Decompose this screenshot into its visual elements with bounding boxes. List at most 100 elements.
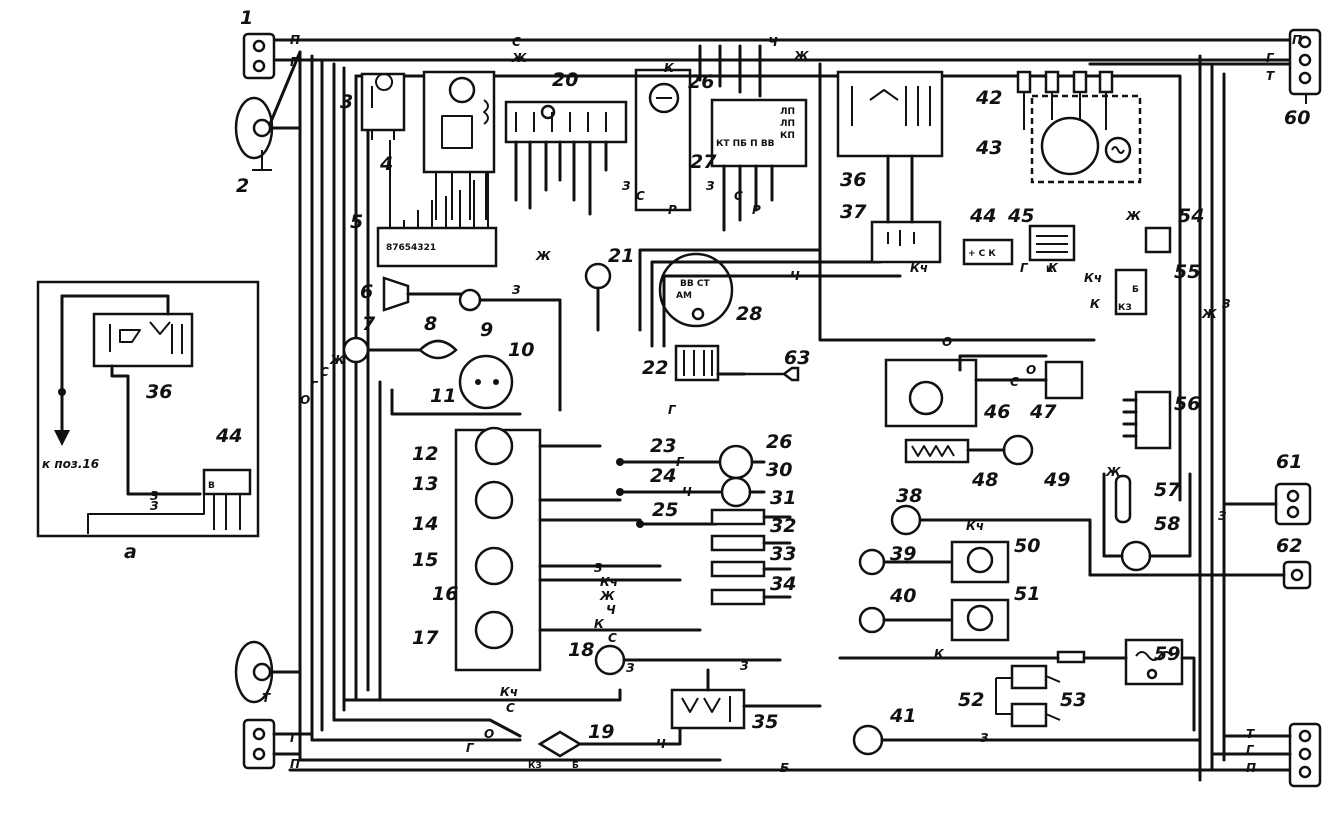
wire-color-label: Ж: [793, 49, 809, 63]
motor-46-47: [884, 354, 1084, 428]
wire-color-label: З: [150, 489, 159, 503]
voltage-regulator-4: [422, 70, 496, 220]
fuse-block-22: [638, 248, 902, 382]
wire-color-label: Ч: [790, 269, 800, 283]
relay-55-kz: КЗ: [1118, 303, 1132, 313]
wire-color-label: З: [594, 561, 603, 575]
wire-color-label: Кч: [600, 575, 618, 589]
fuses-31-34: [710, 508, 792, 606]
component-number-40: 40: [889, 585, 916, 607]
wire-color-label: С: [512, 35, 521, 49]
wire-color-label: О: [942, 335, 952, 349]
wire-color-label: К: [664, 61, 675, 75]
wire-color-label: З: [1218, 509, 1227, 523]
component-number-43: 43: [975, 137, 1002, 159]
connector-56: [1122, 390, 1172, 450]
relay-27-term-lp2: ЛП: [780, 119, 795, 129]
instrument-21: [584, 262, 612, 332]
wire-color-label: Т: [1266, 69, 1275, 83]
horn-6: [382, 276, 466, 312]
component-number-11: 11: [430, 385, 456, 407]
wire-color-label: З: [1222, 297, 1231, 311]
wire-color-label: Кч: [1084, 271, 1102, 285]
wire-color-label: П: [290, 33, 300, 47]
terminal-block-5: 87654321: [376, 140, 498, 268]
component-number-41: 41: [889, 705, 916, 727]
right-rear-lamp: [1210, 722, 1322, 788]
component-number-22: 22: [642, 357, 668, 379]
generator-43: [1030, 94, 1142, 184]
motors-50-51: [950, 540, 1010, 642]
wire-color-label: Р: [668, 203, 677, 217]
lamp-39: [858, 548, 886, 576]
wire-color-label: З: [706, 179, 715, 193]
sensor-63: [716, 366, 800, 382]
wire-color-label: Г: [290, 731, 299, 745]
inset-note: к поз.16: [42, 457, 99, 471]
component-number-52: 52: [958, 689, 984, 711]
component-number-63: 63: [784, 347, 810, 369]
wire-color-label: Г: [1246, 743, 1255, 757]
component-number-59: 59: [1154, 643, 1180, 665]
component-number-36: 36: [840, 169, 866, 191]
component-number-15: 15: [412, 549, 438, 571]
wire-color-label: Ж: [599, 589, 615, 603]
wire-color-label: С: [734, 189, 743, 203]
component-number-14: 14: [412, 513, 438, 535]
component-number-51: 51: [1014, 583, 1040, 605]
wire-color-label: Т: [1246, 727, 1255, 741]
relay-55-b: Б: [1132, 285, 1139, 295]
inset-arrow-down-icon: [54, 430, 70, 446]
wire-color-label: К: [1048, 261, 1059, 275]
relay-26-top: [634, 68, 692, 212]
lamp-8: [419, 339, 458, 360]
component-number-28: 28: [736, 303, 762, 325]
wire-color-label: С: [506, 701, 515, 715]
fuse-box-20: [504, 100, 628, 216]
heater-45: К: [1028, 224, 1076, 275]
component-number-9: 9: [480, 319, 493, 341]
ignition-terminals-top: ВВ СТ: [680, 279, 710, 289]
inset-relay-internals: [109, 321, 183, 354]
component-number-34: 34: [770, 573, 796, 595]
component-number-39: 39: [890, 543, 916, 565]
wire-color-label: Г: [1266, 51, 1275, 65]
component-number-37: 37: [840, 201, 867, 223]
relay-44: + С К: [962, 238, 1014, 266]
component-number-50: 50: [1014, 535, 1040, 557]
lamp-41: [852, 724, 884, 756]
wire-color-label: К: [594, 617, 605, 631]
wire-color-label: Г: [310, 379, 319, 393]
wire-color-label: К: [934, 647, 945, 661]
component-number-62: 62: [1276, 535, 1302, 557]
component-number-1: 1: [240, 7, 253, 29]
resistor-48-49: [904, 434, 1034, 466]
left-headlight-2: [234, 50, 302, 171]
inset-variant-a: [36, 280, 260, 538]
wire-color-label: Ч: [682, 485, 692, 499]
inset-ref-36: 36: [146, 381, 172, 403]
component-number-47: 47: [1029, 401, 1057, 423]
wire-color-label: Ж: [329, 353, 345, 367]
component-number-26: 26: [688, 71, 714, 93]
heater-57-58: [1102, 472, 1192, 572]
gauge-15-16: [474, 546, 514, 586]
component-number-42: 42: [975, 87, 1002, 109]
wire-color-label: Ж: [1105, 465, 1121, 479]
heater-45-k: К: [1046, 265, 1054, 275]
wire-color-label: П: [1292, 33, 1302, 47]
component-number-61: 61: [1276, 451, 1302, 473]
right-front-lamp-60: [1288, 28, 1322, 104]
wire-color-label: О: [300, 393, 310, 407]
inset-regulator-44: [202, 468, 252, 496]
wire-color-label: Ж: [1201, 307, 1217, 321]
wire-color-label: Ж: [1125, 209, 1141, 223]
wire-color-label: Г: [466, 741, 475, 755]
component-number-20: 20: [552, 69, 578, 91]
component-number-2: 2: [236, 175, 249, 197]
component-number-16: 16: [432, 583, 458, 605]
inset-relay-36: [92, 312, 194, 368]
